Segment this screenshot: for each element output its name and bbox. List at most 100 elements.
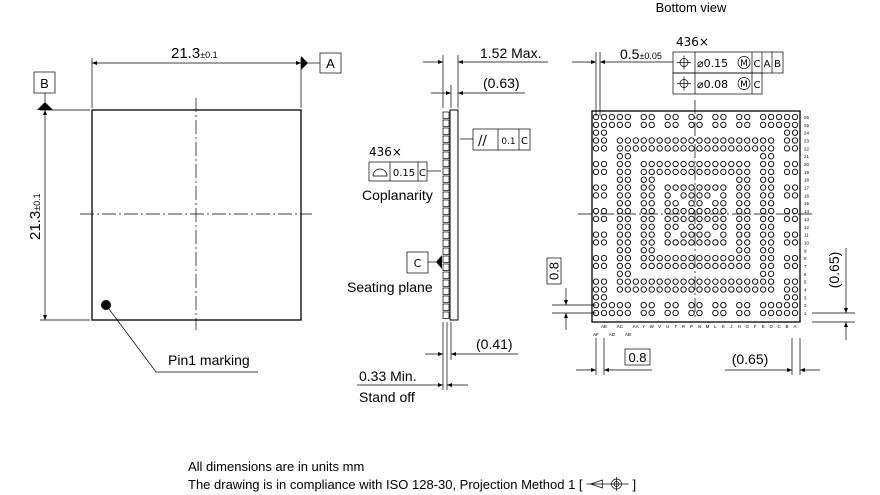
row-label: 18 bbox=[804, 178, 810, 183]
solder-ball bbox=[767, 254, 775, 262]
fcf2-modifier: M bbox=[740, 80, 748, 90]
solder-ball bbox=[656, 262, 663, 270]
solder-ball bbox=[767, 223, 775, 230]
solder-ball bbox=[672, 121, 679, 128]
solder-ball bbox=[672, 278, 679, 285]
datum-b-box bbox=[33, 71, 56, 94]
coplanarity-frame: 0.15 C bbox=[368, 161, 428, 182]
mmc-icon bbox=[737, 77, 751, 90]
solder-ball bbox=[744, 145, 751, 152]
solder-ball bbox=[704, 254, 711, 262]
solder-ball bbox=[592, 184, 600, 191]
solder-ball bbox=[775, 121, 783, 128]
solder-ball bbox=[704, 160, 711, 168]
solder-ball bbox=[600, 113, 608, 121]
solder-ball bbox=[640, 176, 647, 183]
solder-ball bbox=[775, 302, 783, 309]
solder-ball bbox=[616, 113, 624, 121]
solder-ball bbox=[728, 137, 735, 144]
solder-ball bbox=[592, 207, 600, 215]
ball-count: 436× bbox=[676, 35, 709, 49]
solder-ball bbox=[720, 200, 727, 207]
solder-ball bbox=[640, 137, 647, 144]
solder-ball bbox=[592, 121, 600, 128]
solder-ball bbox=[760, 160, 767, 168]
solder-ball bbox=[688, 121, 695, 128]
solder-ball bbox=[648, 207, 655, 215]
datum-b-label: B bbox=[40, 76, 49, 91]
solder-ball bbox=[696, 192, 703, 199]
solder-ball bbox=[767, 278, 775, 285]
solder-ball bbox=[592, 286, 600, 293]
solder-ball bbox=[767, 262, 775, 270]
solder-ball bbox=[640, 121, 647, 128]
solder-ball bbox=[783, 239, 791, 246]
solder-ball bbox=[624, 200, 631, 207]
solder-ball bbox=[648, 309, 655, 317]
solder-ball bbox=[791, 184, 799, 191]
solder-ball bbox=[791, 254, 799, 262]
side-solder-ball bbox=[442, 295, 450, 303]
solder-ball bbox=[616, 121, 624, 128]
solder-ball bbox=[744, 302, 751, 309]
solder-ball bbox=[688, 207, 695, 215]
iso-note: The drawing is in compliance with ISO 12… bbox=[188, 477, 583, 492]
side-solder-ball bbox=[442, 311, 450, 319]
solder-ball bbox=[664, 192, 671, 199]
column-label: T bbox=[674, 324, 677, 329]
solder-ball bbox=[640, 239, 647, 246]
solder-ball bbox=[696, 302, 703, 309]
solder-ball bbox=[680, 137, 687, 144]
solder-ball bbox=[640, 145, 647, 152]
solder-ball bbox=[696, 231, 703, 238]
side-solder-ball bbox=[442, 303, 450, 311]
solder-ball bbox=[688, 302, 695, 309]
row-label: 9 bbox=[804, 248, 807, 253]
solder-ball bbox=[648, 239, 655, 246]
solder-ball bbox=[752, 137, 759, 144]
solder-ball bbox=[616, 160, 624, 168]
solder-ball bbox=[616, 215, 624, 223]
row-label: 6 bbox=[804, 272, 807, 277]
solder-ball bbox=[720, 286, 727, 293]
solder-ball bbox=[632, 145, 639, 152]
fcf1-modifier: M bbox=[740, 59, 748, 69]
solder-ball bbox=[760, 200, 767, 207]
solder-ball bbox=[791, 302, 799, 309]
solder-ball bbox=[720, 160, 727, 168]
solder-ball bbox=[648, 262, 655, 270]
solder-ball bbox=[704, 262, 711, 270]
solder-ball bbox=[767, 168, 775, 176]
solder-ball bbox=[664, 200, 671, 207]
row-label: 16 bbox=[804, 193, 810, 198]
position-frame: ⌀0.15 M C A B ⌀0.08 M C bbox=[672, 51, 784, 95]
solder-ball bbox=[736, 184, 743, 191]
solder-ball bbox=[696, 184, 703, 191]
solder-ball bbox=[791, 160, 799, 168]
solder-ball bbox=[672, 239, 679, 246]
solder-ball bbox=[791, 192, 799, 199]
solder-ball bbox=[712, 223, 719, 230]
solder-ball bbox=[688, 192, 695, 199]
notes: All dimensions are in units mm The drawi… bbox=[188, 459, 636, 492]
solder-ball bbox=[783, 215, 791, 223]
solder-ball bbox=[696, 207, 703, 215]
pin1-leader bbox=[108, 308, 258, 373]
solder-ball bbox=[760, 137, 767, 144]
solder-ball bbox=[640, 278, 647, 285]
solder-ball bbox=[664, 278, 671, 285]
side-ball-column bbox=[442, 111, 450, 319]
fcf1-datum: A bbox=[764, 59, 771, 70]
row-label: 2 bbox=[804, 303, 807, 308]
solder-ball bbox=[624, 278, 631, 285]
solder-ball bbox=[736, 176, 743, 183]
solder-ball bbox=[640, 168, 647, 176]
solder-ball bbox=[704, 168, 711, 176]
solder-ball bbox=[775, 309, 783, 317]
solder-ball bbox=[616, 278, 624, 285]
solder-ball bbox=[688, 223, 695, 230]
solder-ball bbox=[680, 168, 687, 176]
row-label: 20 bbox=[804, 162, 810, 167]
solder-ball bbox=[704, 239, 711, 246]
solder-ball bbox=[680, 215, 687, 223]
